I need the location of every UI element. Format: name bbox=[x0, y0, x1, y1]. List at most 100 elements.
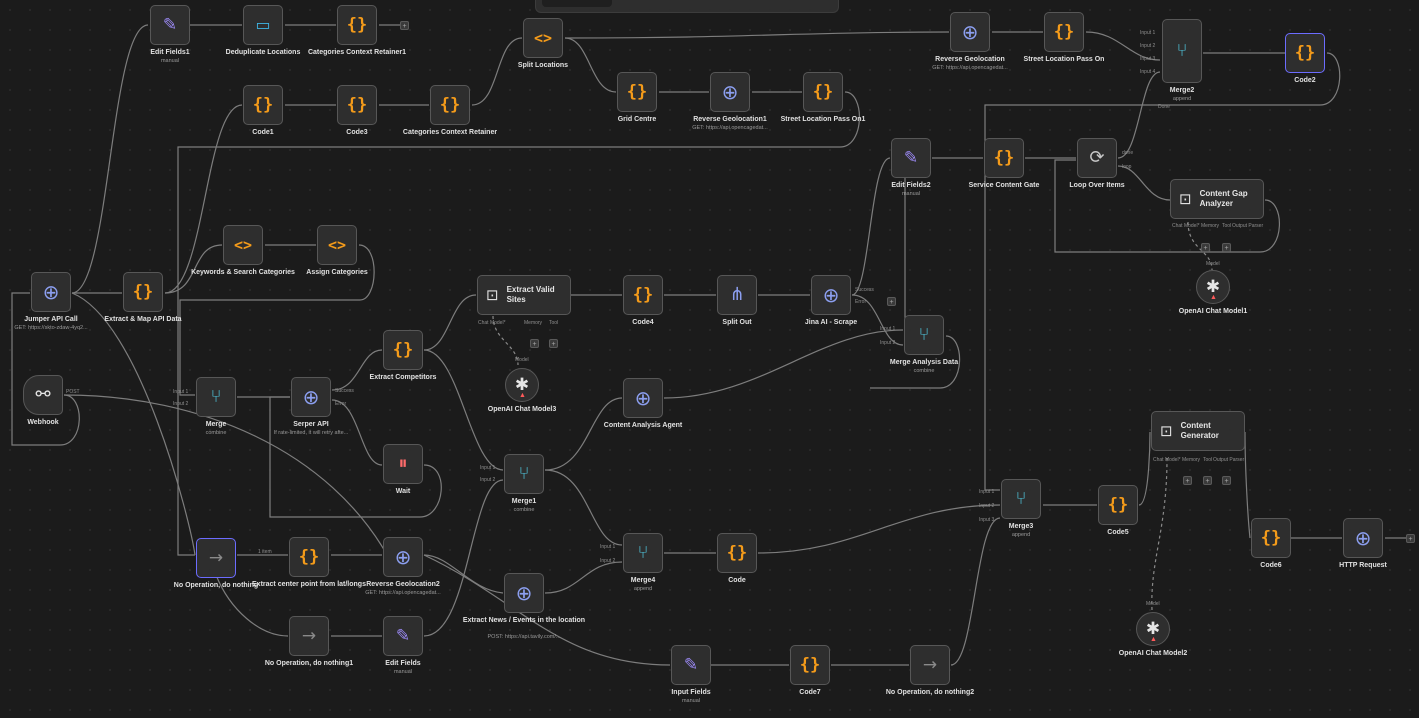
node-merge2[interactable]: ⑂ bbox=[1162, 19, 1202, 83]
node-noop1[interactable]: → bbox=[289, 616, 329, 656]
node-serper[interactable]: ⊕ bbox=[291, 377, 331, 417]
add-node-button[interactable]: + bbox=[549, 339, 558, 348]
add-node-button[interactable]: + bbox=[1222, 476, 1231, 485]
merge3-input-tag: Input 3 bbox=[979, 517, 995, 523]
node-reverse-geo1[interactable]: ⊕ bbox=[710, 72, 750, 112]
node-subtitle: GET: https://api.opencagedat... bbox=[692, 125, 768, 131]
node-content-agent[interactable]: ⊕ bbox=[623, 378, 663, 418]
node-merge4[interactable]: ⑂ bbox=[623, 533, 663, 573]
add-node-button[interactable]: + bbox=[1203, 476, 1212, 485]
node-code6[interactable]: {} bbox=[1251, 518, 1291, 558]
node-label: Code5 bbox=[1107, 529, 1129, 536]
jina-success-tag: Success bbox=[855, 287, 874, 293]
node-code1[interactable]: {} bbox=[243, 85, 283, 125]
node-merge[interactable]: ⑂ bbox=[196, 377, 236, 417]
node-keywords[interactable]: <> bbox=[223, 225, 263, 265]
node-code3[interactable]: {} bbox=[337, 85, 377, 125]
add-node-button[interactable]: + bbox=[1222, 243, 1231, 252]
add-node-button[interactable]: + bbox=[400, 21, 409, 30]
node-assign-cat[interactable]: <> bbox=[317, 225, 357, 265]
node-input-fields[interactable]: ✎ bbox=[671, 645, 711, 685]
merge3-input-tag: Input 2 bbox=[979, 503, 995, 509]
add-node-button[interactable]: + bbox=[887, 297, 896, 306]
node-extract-valid[interactable]: ⊡Extract Valid Sites bbox=[477, 275, 571, 315]
node-content-gen[interactable]: ⊡Content Generator bbox=[1151, 411, 1245, 451]
node-edit-fields1[interactable]: ✎ bbox=[150, 5, 190, 45]
agent-chat-model-tag: Chat Model* bbox=[478, 320, 506, 326]
node-code7[interactable]: {} bbox=[790, 645, 830, 685]
node-jumper[interactable]: ⊕ bbox=[31, 272, 71, 312]
wire bbox=[1244, 431, 1251, 539]
merge-icon: ⑂ bbox=[918, 324, 930, 345]
toolbar-tab[interactable] bbox=[542, 0, 612, 7]
serper-error-tag: Error bbox=[335, 401, 347, 407]
webhook-post-tag: POST bbox=[66, 389, 80, 395]
wire bbox=[71, 24, 149, 294]
warning-icon: ▲ bbox=[519, 392, 526, 399]
node-merge1[interactable]: ⑂ bbox=[504, 454, 544, 494]
node-cat-ctx-retainer1[interactable]: {} bbox=[337, 5, 377, 45]
node-code[interactable]: {} bbox=[717, 533, 757, 573]
node-label: Input Fields bbox=[671, 689, 711, 696]
code-braces-icon: {} bbox=[632, 284, 654, 305]
node-content-gap[interactable]: ⊡Content Gap Analyzer bbox=[1170, 179, 1264, 219]
node-extract-map[interactable]: {} bbox=[123, 272, 163, 312]
node-split-out[interactable]: ⋔ bbox=[717, 275, 757, 315]
node-edit-fields2[interactable]: ✎ bbox=[891, 138, 931, 178]
node-dedup-locations[interactable]: ▭ bbox=[243, 5, 283, 45]
code-braces-icon: {} bbox=[346, 14, 368, 35]
node-openai1[interactable]: ✱ bbox=[1196, 270, 1230, 304]
node-split-locations[interactable]: <> bbox=[523, 18, 563, 58]
gen-output-parser-tag: Output Parser bbox=[1213, 457, 1245, 463]
warning-icon: ▲ bbox=[1210, 294, 1217, 301]
node-reverse-geo[interactable]: ⊕ bbox=[950, 12, 990, 52]
canvas-top-toolbar[interactable] bbox=[535, 0, 839, 13]
node-webhook[interactable]: ⚯ bbox=[23, 375, 63, 415]
gap-memory-tag: Memory bbox=[1201, 223, 1220, 229]
code-braces-icon: {} bbox=[799, 654, 821, 675]
node-noop[interactable]: → bbox=[196, 538, 236, 578]
node-label: Reverse Geolocation1 bbox=[693, 116, 767, 123]
pause-icon: ⏸ bbox=[398, 453, 408, 474]
node-code5[interactable]: {} bbox=[1098, 485, 1138, 525]
node-cat-ctx-retainer[interactable]: {} bbox=[430, 85, 470, 125]
gen-tool-tag: Tool bbox=[1203, 457, 1213, 463]
node-merge3[interactable]: ⑂ bbox=[1001, 479, 1041, 519]
code-braces-icon: {} bbox=[439, 94, 461, 115]
node-extract-comp[interactable]: {} bbox=[383, 330, 423, 370]
node-edit-fields[interactable]: ✎ bbox=[383, 616, 423, 656]
node-street-pass1[interactable]: {} bbox=[803, 72, 843, 112]
add-node-button[interactable]: + bbox=[1183, 476, 1192, 485]
node-extract-news[interactable]: ⊕ bbox=[504, 573, 544, 613]
node-street-pass[interactable]: {} bbox=[1044, 12, 1084, 52]
add-node-button[interactable]: + bbox=[530, 339, 539, 348]
add-node-button[interactable]: + bbox=[1406, 534, 1415, 543]
node-reverse-geo2[interactable]: ⊕ bbox=[383, 537, 423, 577]
node-loop-items[interactable]: ⟳ bbox=[1077, 138, 1117, 178]
node-code4[interactable]: {} bbox=[623, 275, 663, 315]
node-subtitle: manual bbox=[681, 698, 701, 704]
globe-icon: ⊕ bbox=[1354, 526, 1372, 550]
gap-output-parser-tag: Output Parser bbox=[1232, 223, 1264, 229]
node-service-gate[interactable]: {} bbox=[984, 138, 1024, 178]
node-subtitle: combine bbox=[205, 430, 227, 436]
node-http[interactable]: ⊕ bbox=[1343, 518, 1383, 558]
node-label: Code7 bbox=[799, 689, 821, 696]
globe-icon: ⊕ bbox=[302, 385, 320, 409]
node-extract-center[interactable]: {} bbox=[289, 537, 329, 577]
add-node-button[interactable]: + bbox=[1201, 243, 1210, 252]
node-jina[interactable]: ⊕ bbox=[811, 275, 851, 315]
node-grid-centre[interactable]: {} bbox=[617, 72, 657, 112]
openai-icon: ✱ bbox=[1205, 276, 1221, 297]
node-code2[interactable]: {} bbox=[1285, 33, 1325, 73]
wire bbox=[179, 244, 375, 396]
node-openai3[interactable]: ✱ bbox=[505, 368, 539, 402]
node-label: Serper API bbox=[293, 421, 329, 428]
globe-icon: ⊕ bbox=[42, 280, 60, 304]
node-noop2[interactable]: → bbox=[910, 645, 950, 685]
node-label: Extract & Map API Data bbox=[104, 316, 182, 323]
node-wait[interactable]: ⏸ bbox=[383, 444, 423, 484]
wire bbox=[851, 157, 891, 296]
node-openai2[interactable]: ✱ bbox=[1136, 612, 1170, 646]
node-merge-analysis[interactable]: ⑂ bbox=[904, 315, 944, 355]
